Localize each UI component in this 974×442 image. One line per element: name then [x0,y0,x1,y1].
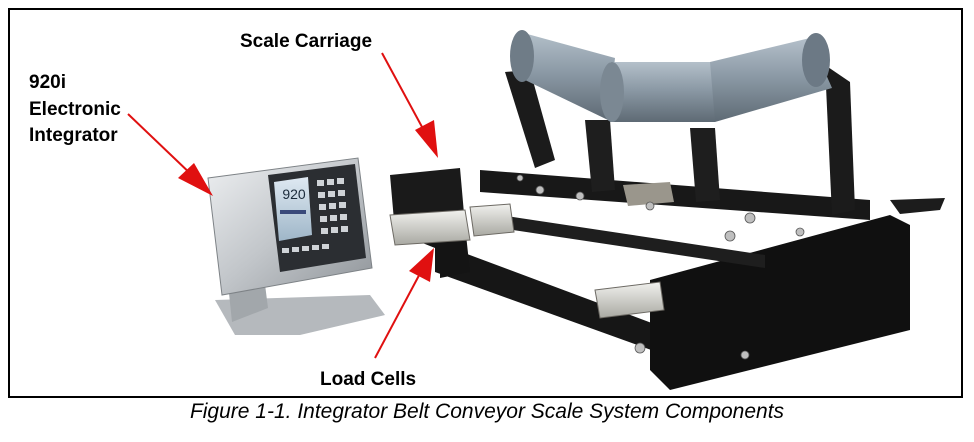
roller-right-end [802,33,830,87]
load-cell-left-mount [469,203,515,237]
integrator-label-line3: Integrator [29,125,118,146]
carriage-mid-rail [500,215,765,268]
roller-center-end [600,62,624,122]
load-cells-arrow [374,265,425,359]
carriage-front-plate [650,215,910,390]
conveyor-scale-assembly [389,30,945,390]
carriage-bolts [516,174,805,360]
device-screen [274,177,312,241]
load-cell-left [389,209,471,246]
integrator-device: 920 [207,157,385,335]
load-cell-front [594,281,665,319]
load-cells-label: Load Cells [320,369,417,390]
load-cell-rear [623,182,674,206]
idler-roller-center [610,62,715,122]
carriage-left-rail [435,242,665,355]
idler-bracket-left [505,70,555,168]
idler-roller-left [520,32,615,120]
figure-caption: Figure 1-1. Integrator Belt Conveyor Sca… [189,400,785,423]
idler-bracket-right [825,65,855,215]
integrator-label-line2: Electronic [29,99,121,120]
callout-arrows [127,52,438,359]
device-screen-bar [280,210,306,214]
figure-frame: 920 [8,8,963,398]
carriage-right-tab [890,198,945,214]
integrator-arrow [127,113,196,179]
idler-post-1 [585,120,615,192]
figure-illustration: 920 [127,30,945,390]
roller-left-end [510,30,534,82]
idler-post-2 [690,128,720,202]
idler-roller-right [710,38,832,122]
device-keypad [282,178,348,253]
device-display-value: 920 [282,186,306,202]
scale-carriage-arrow [381,52,429,139]
integrator-label-line1: 920i [29,72,66,93]
carriage-rear-rail [480,170,870,220]
scale-carriage-label: Scale Carriage [240,31,373,52]
